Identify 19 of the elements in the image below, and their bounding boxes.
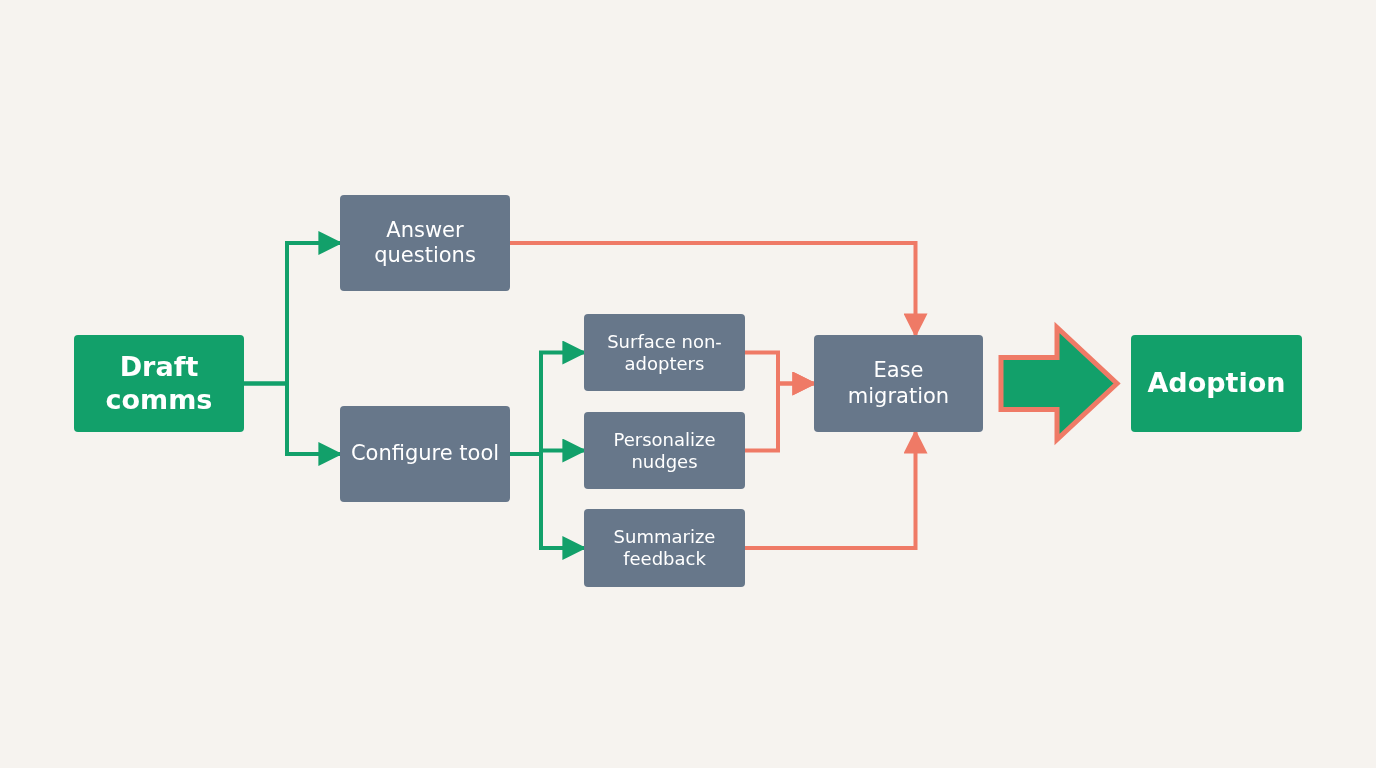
block-arrow — [998, 321, 1121, 446]
process-box — [584, 509, 745, 587]
arrow — [745, 429, 928, 550]
process-box — [584, 314, 745, 391]
highlight-box — [74, 335, 244, 432]
arrow — [510, 241, 928, 338]
node-label: Summarize feedback — [612, 526, 717, 570]
node-label: Surface non-adopters — [606, 330, 723, 375]
process-box — [340, 406, 510, 502]
process-box — [584, 412, 745, 489]
process-box — [814, 335, 983, 432]
node-label: Personalize nudges — [612, 428, 717, 473]
highlight-box — [1131, 335, 1302, 432]
node-label: Ease migration — [846, 358, 951, 409]
node-label: Configure tool — [350, 441, 500, 467]
node-label: Draft comms — [104, 351, 214, 416]
process-box — [340, 195, 510, 291]
node-label: Adoption — [1147, 367, 1286, 400]
node-label: Answer questions — [373, 217, 477, 269]
